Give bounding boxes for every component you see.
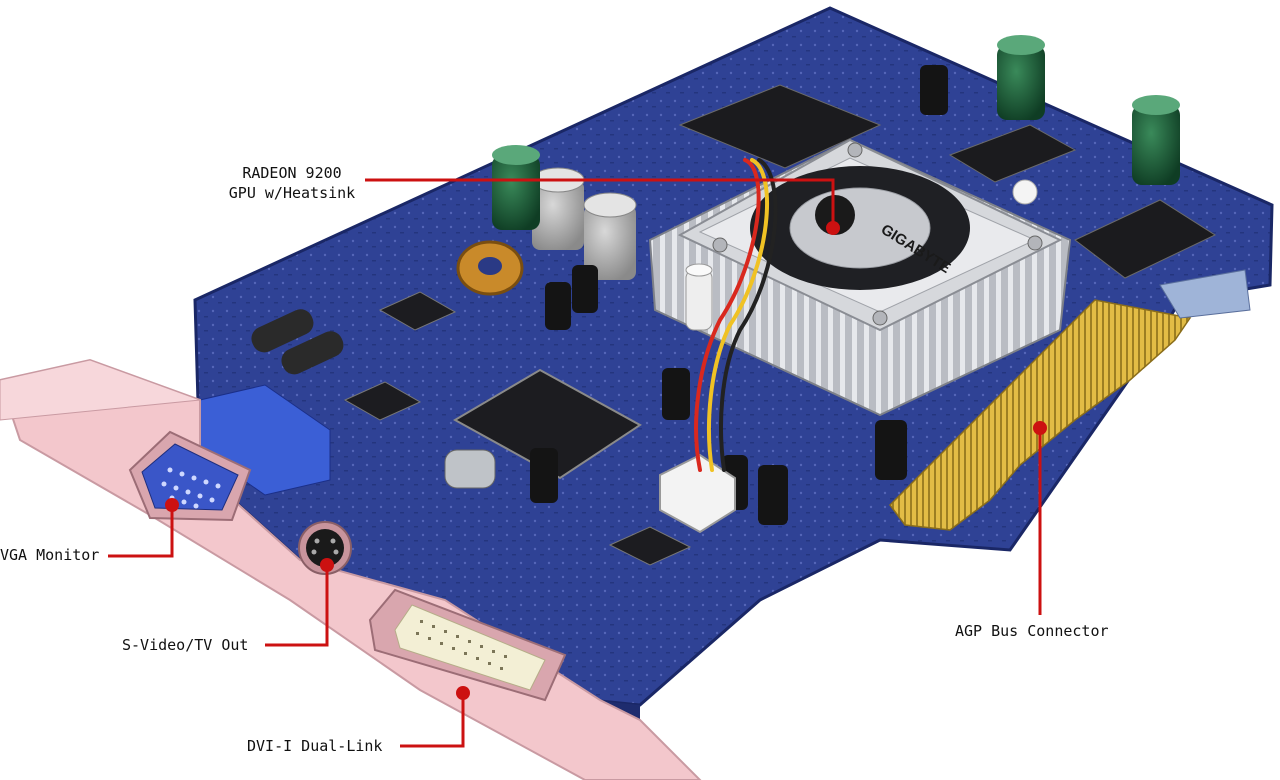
memory-chip-top <box>678 84 882 169</box>
power-resistors <box>251 309 344 375</box>
agp-bus-connector <box>889 269 1251 531</box>
callout-dot-agp <box>1033 421 1047 435</box>
vga-port <box>128 430 252 522</box>
crystal-oscillator <box>444 449 496 489</box>
callout-dvi <box>400 693 465 748</box>
label-agp-bus: AGP Bus Connector <box>955 622 1109 640</box>
small-ic <box>378 291 457 331</box>
label-gpu-line1: RADEON 9200 <box>242 164 342 182</box>
callout-dot-dvi <box>456 686 470 700</box>
label-gpu: RADEON 9200 GPU w/Heatsink <box>212 163 372 203</box>
rage-theater-chip <box>452 368 642 480</box>
label-s-video: S-Video/TV Out <box>122 636 249 654</box>
callout-dot-gpu <box>826 221 840 235</box>
small-ic <box>343 381 422 421</box>
dvi-port <box>368 588 567 702</box>
callout-svideo <box>265 565 329 647</box>
callout-dot-svideo <box>320 558 334 572</box>
label-vga-monitor: VGA Monitor <box>0 546 100 564</box>
small-capacitors <box>530 65 948 525</box>
fan-wires <box>694 158 778 472</box>
fan-connector <box>659 453 736 534</box>
callout-vga <box>108 505 174 558</box>
inductor-coil <box>456 240 524 296</box>
s-video-port <box>298 521 352 575</box>
callout-gpu <box>365 178 835 228</box>
callout-dot-vga <box>165 498 179 512</box>
mounting-pins <box>685 263 713 331</box>
label-dvi: DVI-I Dual-Link <box>247 737 383 755</box>
small-ic <box>608 526 692 566</box>
label-gpu-line2: GPU w/Heatsink <box>228 184 356 202</box>
green-capacitors <box>492 35 1180 230</box>
memory-chip-right-2 <box>1074 199 1217 279</box>
memory-chip-right-1 <box>948 124 1077 183</box>
